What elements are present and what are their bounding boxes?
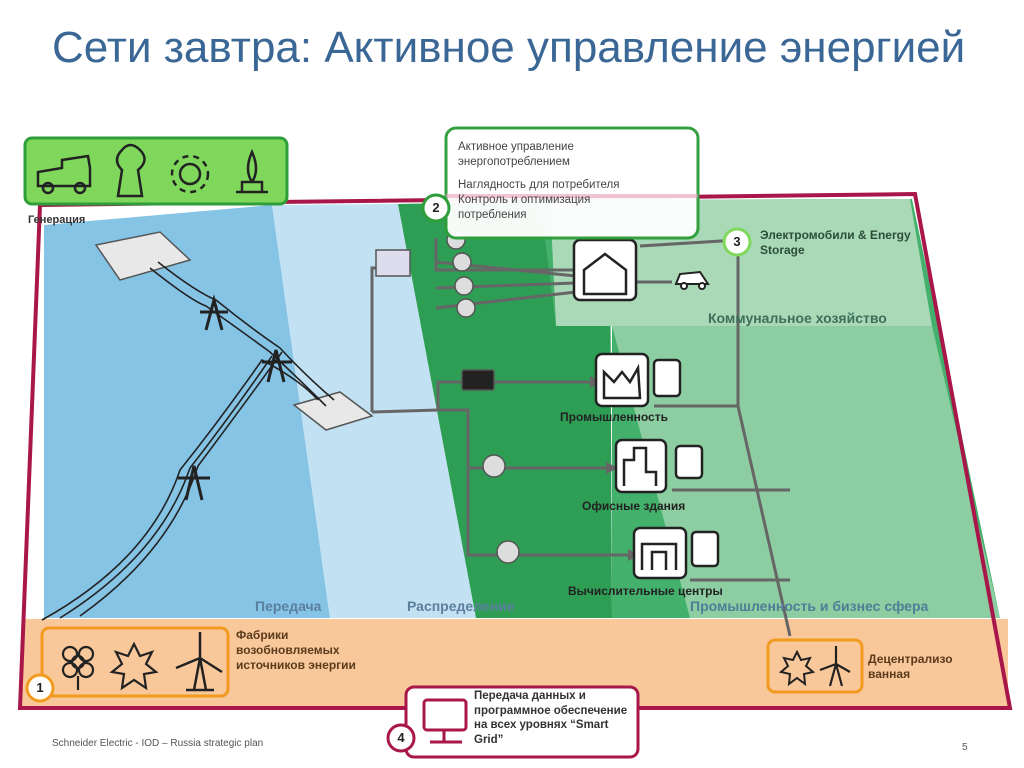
transmission-label: Передача — [255, 598, 322, 614]
data-transfer-text: Передача данных и программное обеспечени… — [474, 690, 628, 746]
page-title: Сети завтра: Активное управление энергие… — [52, 23, 966, 72]
sun-icon — [109, 641, 159, 691]
gas-flame-icon — [236, 148, 268, 194]
power-plant-icon — [115, 143, 146, 198]
datacenters-label: Вычислительные центры — [568, 584, 723, 598]
marker-ring-1 — [25, 673, 55, 703]
industry-business-label: Промышленность и бизнес сфера — [690, 598, 929, 614]
generation-substation — [94, 231, 374, 431]
sun-icon — [778, 649, 816, 687]
data-transfer-box — [404, 685, 640, 759]
callout-line-3: Контроль и оптимизация потребления — [458, 194, 591, 221]
communal-label: Коммунальное хозяйство — [708, 310, 887, 326]
distribution-arrows — [370, 238, 792, 637]
gear-icon — [170, 154, 210, 194]
marker-2: 2 — [432, 200, 440, 215]
transmission-zone — [44, 205, 330, 618]
industry-label: Промышленность — [560, 410, 668, 424]
generation-box — [23, 136, 289, 206]
footer-text: Schneider Electric - IOD – Russia strate… — [52, 738, 264, 749]
decentralized-box — [766, 638, 864, 694]
marker-3: 3 — [733, 234, 741, 249]
decentralized-label: Децентрализо ванная — [868, 652, 953, 681]
page-number: 5 — [962, 742, 968, 753]
callout-line-2: Наглядность для потребителя — [458, 179, 620, 191]
coal-truck-icon — [36, 154, 92, 195]
distribution-label: Распределение — [407, 598, 515, 614]
renewables-label: Фабрики возобновляемых источников энерги… — [236, 628, 356, 672]
generation-label: Генерация — [28, 214, 86, 226]
pylon-icons — [178, 294, 292, 501]
office-building-icon — [614, 438, 704, 494]
marker-ring-2 — [421, 193, 451, 223]
marker-ring-4 — [386, 723, 416, 753]
electric-car-icon — [674, 270, 710, 290]
marker-1: 1 — [36, 680, 44, 695]
monitor-icon — [422, 698, 468, 744]
marker-4: 4 — [397, 730, 405, 745]
callout-box — [444, 126, 700, 240]
renewables-box — [40, 626, 230, 698]
smart-meter-icon — [375, 230, 520, 564]
datacenter-icon — [632, 526, 720, 580]
house-icon — [572, 238, 638, 302]
marker-ring-3 — [722, 227, 752, 257]
wind-turbine-icon — [175, 632, 223, 692]
callout-line-1: Активное управление энергопотреблением — [458, 141, 574, 168]
flower-icon — [61, 645, 95, 690]
ev-storage-label: Электромобили & Energy Storage — [760, 228, 911, 257]
offices-label: Офисные здания — [582, 499, 686, 513]
wind-turbine-icon — [819, 646, 851, 687]
factory-icon — [594, 352, 682, 408]
